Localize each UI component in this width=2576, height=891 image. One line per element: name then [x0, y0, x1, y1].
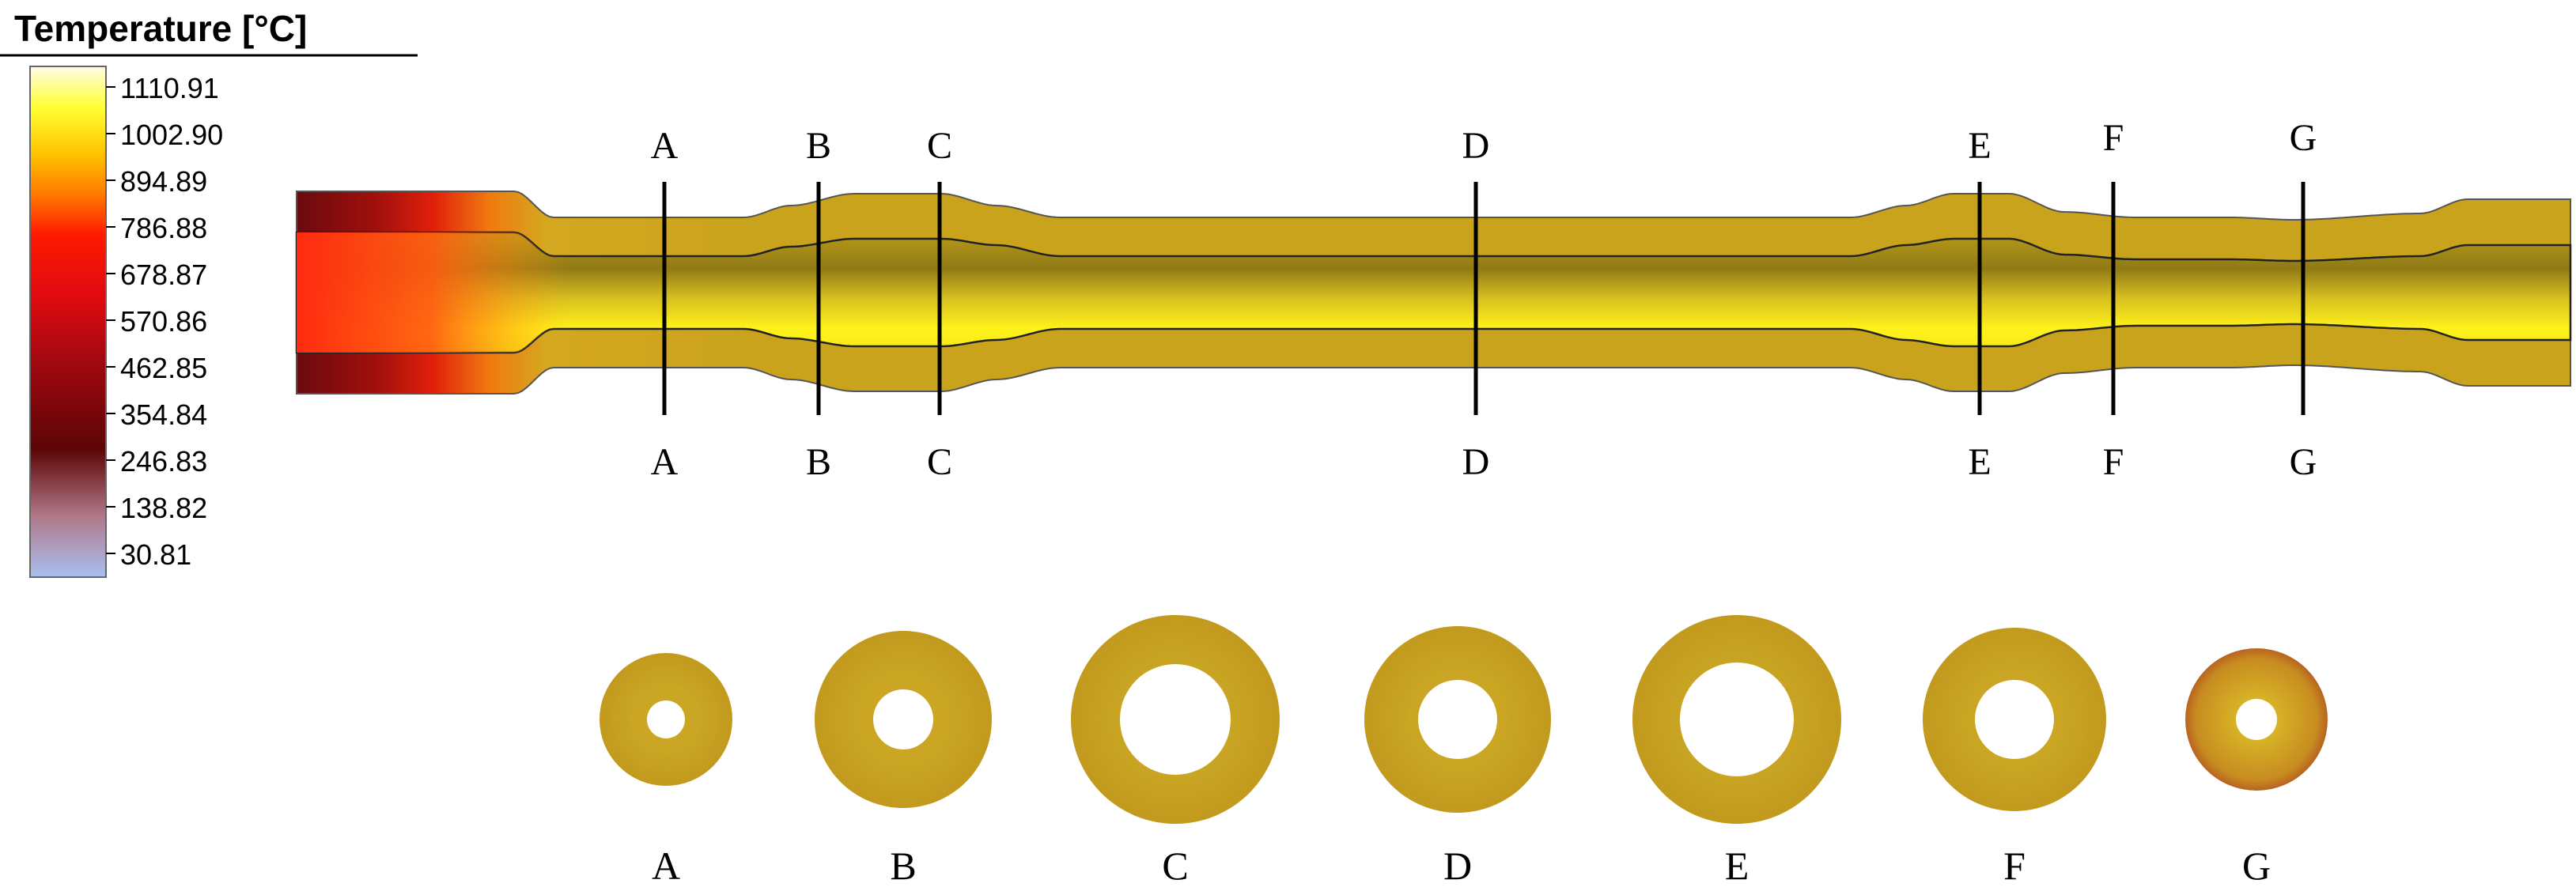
legend-tick-label: 570.86 [120, 305, 207, 338]
section-label-top-b: B [806, 125, 831, 167]
cross-section-ring-f [1923, 628, 2106, 811]
cross-section-label-b: B [890, 844, 916, 888]
cross-section-label-f: F [2003, 844, 2026, 888]
cross-section-ring-c [1071, 615, 1280, 824]
section-label-top-d: D [1462, 125, 1490, 167]
cross-section-label-d: D [1443, 844, 1472, 888]
cross-section-ring-a [600, 653, 732, 786]
section-label-top-a: A [651, 125, 679, 167]
section-label-bottom-f: F [2103, 441, 2124, 483]
section-label-bottom-e: E [1968, 441, 1991, 483]
legend-tick-label: 354.84 [120, 398, 207, 431]
cross-section-ring-d [1364, 626, 1551, 813]
section-label-top-f: F [2103, 117, 2124, 159]
temperature-legend: Temperature [°C] 1110.91 1002.90 894.89 786… [0, 8, 418, 578]
cross-section-ring-e [1632, 615, 1841, 824]
section-label-bottom-b: B [806, 441, 831, 483]
cross-section-label-g: G [2242, 844, 2271, 888]
legend-tick-label: 462.85 [120, 352, 207, 384]
section-label-top-e: E [1968, 125, 1991, 167]
legend-tick-label: 894.89 [120, 165, 207, 198]
cross-section-ring-b [815, 631, 992, 808]
legend-tick-label: 1110.91 [120, 72, 219, 104]
legend-tick-label: 786.88 [120, 212, 207, 244]
section-label-top-c: C [927, 125, 952, 167]
cross-section-label-e: E [1725, 844, 1749, 888]
legend-ticks: 1110.91 1002.90 894.89 786.88 678.87 570.86 46… [106, 72, 223, 571]
section-lines: A A B B C C D D E E F F G G [651, 117, 2317, 483]
legend-title: Temperature [°C] [14, 8, 307, 49]
section-label-top-g: G [2290, 117, 2317, 159]
legend-tick-label: 246.83 [120, 445, 207, 478]
legend-tick-label: 678.87 [120, 259, 207, 291]
legend-tick-label: 1002.90 [120, 119, 223, 151]
legend-tick-label: 30.81 [120, 538, 191, 571]
cross-sections: A B C D E F G [600, 615, 2328, 888]
section-label-bottom-a: A [651, 441, 679, 483]
color-scale-bar [29, 66, 107, 578]
cross-section-ring-g [2185, 648, 2328, 791]
section-label-bottom-g: G [2290, 441, 2317, 483]
legend-tick-label: 138.82 [120, 492, 207, 524]
section-label-bottom-c: C [927, 441, 952, 483]
cross-section-label-c: C [1162, 844, 1188, 888]
tube-core-hot-zone [297, 232, 2570, 353]
longitudinal-section: A A B B C C D D E E F F G G [295, 117, 2572, 483]
cross-section-label-a: A [652, 844, 680, 888]
section-label-bottom-d: D [1462, 441, 1490, 483]
